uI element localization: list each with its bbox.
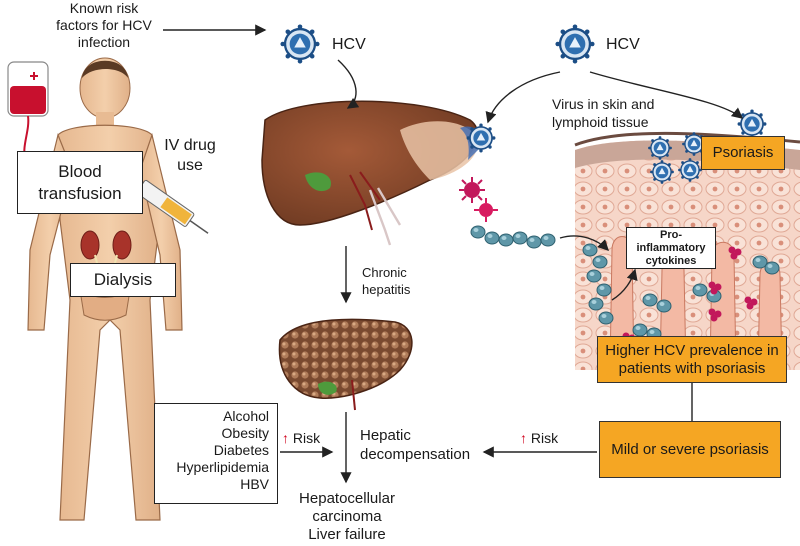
blood-transfusion-box: Blood transfusion [17, 151, 143, 214]
cirrhotic-liver-illustration [278, 318, 413, 411]
comorbidity-obesity: Obesity [221, 425, 269, 441]
outcome-liver-failure: Liver failure [308, 526, 386, 543]
comorbidity-hyperlipidemia: Hyperlipidemia [176, 459, 269, 475]
higher-prevalence-box: Higher HCV prevalence in patients with p… [597, 336, 787, 383]
hcv-virus-icon-right [554, 23, 596, 65]
comorbidities-box: Alcohol Obesity Diabetes Hyperlipidemia … [154, 403, 278, 504]
up-arrow-icon: ↑ [282, 430, 289, 446]
hcv-virus-icon-left [279, 23, 321, 65]
risk-factors-title: Known risk factors for HCV infection [56, 0, 152, 50]
kidneys-icon [80, 230, 132, 276]
comorbidity-alcohol: Alcohol [223, 408, 269, 424]
pro-inflammatory-box: Pro-inflammatory cytokines [626, 227, 716, 269]
virus-in-skin-label: Virus in skin and lymphoid tissue [552, 96, 655, 130]
outcome-hcc-1: Hepatocellular [299, 490, 395, 507]
immune-cells-icon [459, 177, 498, 222]
liver-illustration [261, 100, 481, 246]
risk-left-label: ↑ Risk [282, 430, 320, 446]
iv-drug-use-label: IV drug use [164, 137, 216, 174]
mild-severe-psoriasis-box: Mild or severe psoriasis [599, 421, 781, 478]
up-arrow-icon: ↑ [520, 430, 527, 446]
risk-left-text: Risk [292, 430, 321, 446]
hcv-label-right: HCV [606, 36, 640, 53]
risk-right-label: ↑ Risk [520, 430, 558, 446]
dialysis-box: Dialysis [70, 263, 176, 297]
virus-icon-skin [736, 108, 768, 140]
psoriasis-box: Psoriasis [701, 136, 785, 170]
hcv-label-left: HCV [332, 36, 366, 53]
virus-icon [465, 122, 497, 154]
outcome-hcc-2: carcinoma [312, 508, 382, 525]
blood-bag-icon [7, 61, 49, 159]
arrows [163, 24, 744, 484]
comorbidity-diabetes: Diabetes [213, 442, 269, 458]
comorbidity-hbv: HBV [240, 476, 269, 492]
hepatic-decompensation-label: Hepatic decompensation [360, 427, 471, 463]
outcomes-label: Hepatocellular carcinoma Liver failure [282, 490, 412, 544]
chronic-hepatitis-label: Chronic hepatitis [362, 265, 411, 297]
risk-right-text: Risk [530, 430, 559, 446]
